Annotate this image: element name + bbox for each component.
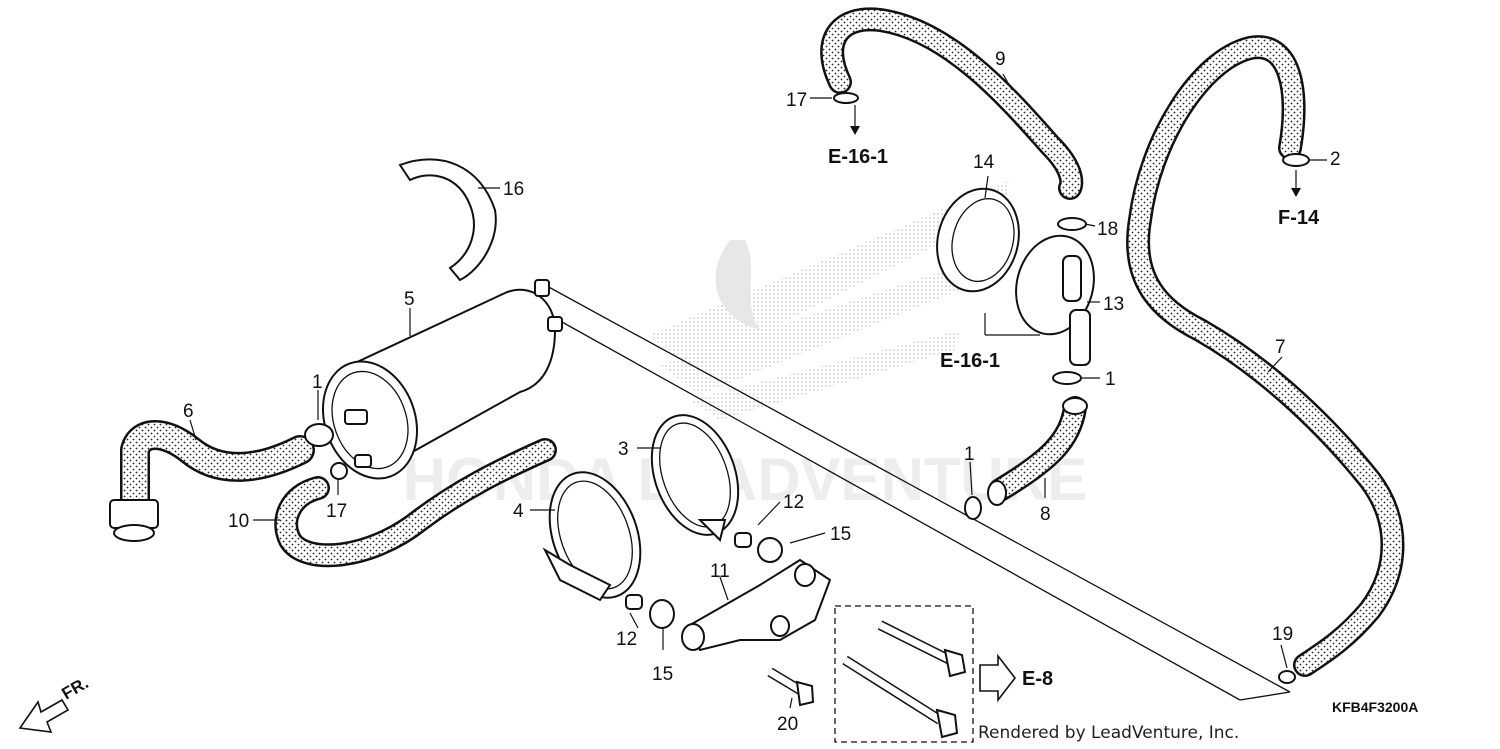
callout-18: 18: [1097, 219, 1118, 240]
bracket-16: [398, 158, 497, 282]
band-4: [542, 471, 642, 602]
hose-6: [109, 420, 315, 542]
callout-6: 6: [183, 401, 194, 422]
e8-arrow-icon: [979, 653, 1017, 703]
watermark: HONDA LEADVENTURE: [403, 180, 1087, 513]
hose-8: [987, 396, 1088, 506]
callout-17b: 17: [326, 501, 347, 522]
callout-14: 14: [973, 152, 995, 173]
collars-and-grommets: [625, 532, 783, 629]
band-3: [650, 414, 740, 542]
callout-17a: 17: [786, 90, 807, 111]
callout-5: 5: [404, 289, 415, 310]
callout-19: 19: [1272, 624, 1293, 645]
part-code: KFB4F3200A: [1332, 699, 1418, 715]
callout-16: 16: [503, 179, 524, 200]
bracket-11: [681, 558, 832, 652]
render-credit: Rendered by LeadVenture, Inc.: [978, 723, 1239, 743]
ref-e16-mid: E-16-1: [940, 350, 1000, 372]
front-direction-indicator: FR.: [18, 673, 92, 733]
callout-12b: 12: [616, 629, 637, 650]
reference-labels: E-16-1 F-14 E-16-1 E-8: [828, 146, 1320, 703]
hose-10: [274, 438, 557, 568]
callout-1a: 1: [312, 372, 323, 393]
bolt-group-box: [834, 605, 974, 743]
valve-13: [1015, 234, 1095, 366]
callout-2: 2: [1330, 149, 1341, 170]
canister-5: [321, 279, 563, 480]
callout-1c: 1: [1105, 369, 1116, 390]
callout-15b: 15: [652, 664, 673, 685]
callout-13: 13: [1103, 294, 1124, 315]
bolts: [767, 620, 967, 739]
callout-10: 10: [228, 511, 249, 532]
ref-e8: E-8: [1022, 668, 1053, 690]
ring-14: [936, 187, 1020, 293]
callout-8: 8: [1040, 504, 1051, 525]
callout-1b: 1: [964, 444, 975, 465]
callout-11: 11: [710, 561, 730, 582]
callout-9: 9: [995, 49, 1006, 70]
callout-15a: 15: [830, 524, 851, 545]
callout-numbers: 17 9 2 14 18 13 1 7 16 5 1 6 17 10 3 4 1…: [183, 49, 1341, 735]
callout-3: 3: [618, 439, 629, 460]
front-label: FR.: [59, 673, 92, 703]
ref-e16-top: E-16-1: [828, 146, 888, 168]
callout-4: 4: [513, 501, 524, 522]
ref-f14: F-14: [1278, 207, 1320, 229]
hose-7: [1126, 35, 1405, 677]
clips: [304, 92, 1310, 684]
callout-12a: 12: [783, 492, 804, 513]
callout-leaders: [189, 73, 1327, 709]
front-arrow-icon: [18, 698, 70, 733]
leader-lines: [544, 284, 1291, 701]
callout-20: 20: [777, 714, 798, 735]
callout-7: 7: [1275, 337, 1286, 358]
hose-9: [820, 7, 1084, 200]
